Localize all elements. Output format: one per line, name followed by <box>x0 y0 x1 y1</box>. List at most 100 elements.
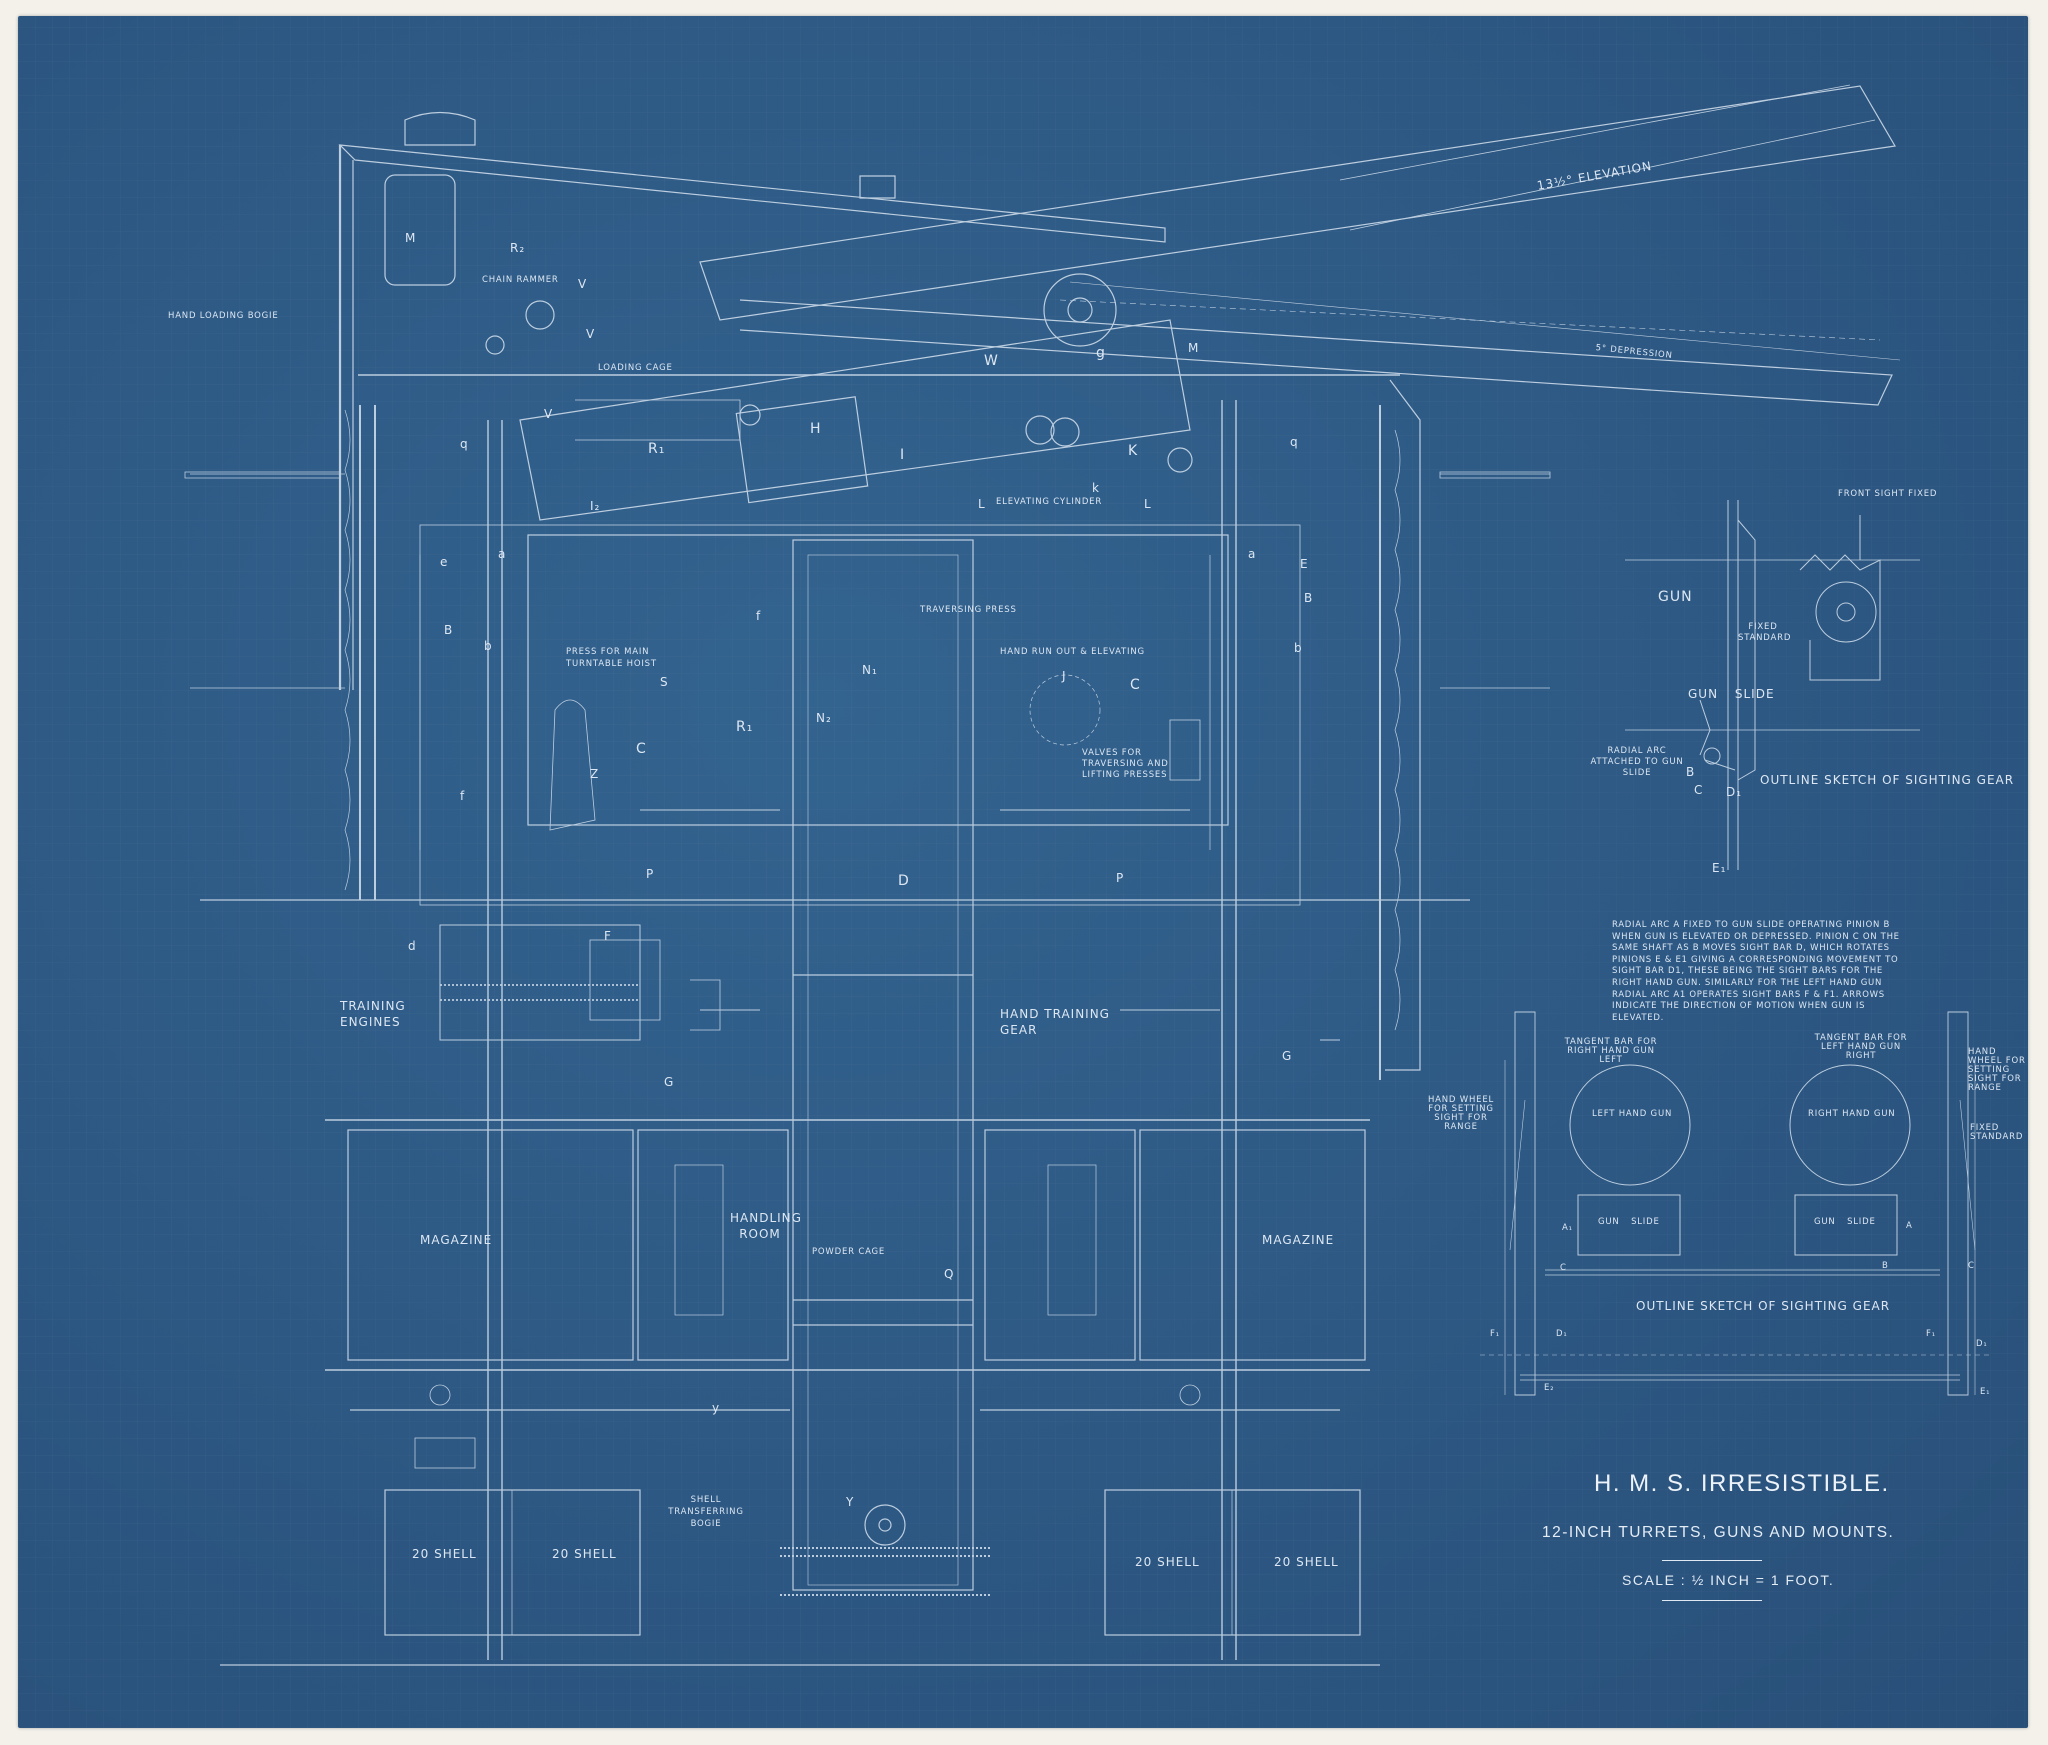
letter-Z: Z <box>590 767 600 781</box>
label-hand-run-out: HAND RUN OUT & ELEVATING <box>1000 647 1145 657</box>
label-magazine-left: MAGAZINE <box>420 1233 493 1247</box>
letter-D1-sg3: D₁ <box>1976 1339 1988 1349</box>
letter-k: k <box>1092 481 1100 495</box>
label-traversing-press: TRAVERSING PRESS <box>920 605 1017 615</box>
label-powder-cage: POWDER CAGE <box>812 1247 886 1257</box>
letter-a: a <box>498 547 507 561</box>
letter-N2: N₂ <box>816 711 832 725</box>
letter-W: W <box>984 353 999 369</box>
letter-f-2: f <box>756 609 762 623</box>
letter-D1-sg2: D₁ <box>1556 1329 1568 1339</box>
letter-Y: Y <box>846 1495 855 1509</box>
letter-L-2: L <box>1144 497 1152 511</box>
label-outline-sketch-2: OUTLINE SKETCH OF SIGHTING GEAR <box>1636 1299 1891 1313</box>
label-hand-wheel-left: HAND WHEEL FOR SETTING SIGHT FOR RANGE <box>1427 1095 1495 1132</box>
letter-g: g <box>1096 345 1106 361</box>
letter-I2: I₂ <box>590 499 601 513</box>
title-rule-bottom <box>1662 1600 1762 1601</box>
label-handling-room: HANDLING ROOM <box>730 1211 802 1241</box>
letter-V-2: V <box>586 327 596 341</box>
letter-D1-sg: D₁ <box>1726 785 1743 799</box>
letter-R1: R₁ <box>648 441 666 457</box>
letter-A: A <box>1906 1221 1913 1231</box>
label-chain-rammer: CHAIN RAMMER <box>482 275 559 285</box>
letter-Q: Q <box>944 1267 955 1281</box>
letter-R1-2: R₁ <box>736 719 754 735</box>
letter-C-sg2: C <box>1968 1261 1975 1271</box>
letter-b: b <box>484 639 493 653</box>
letter-F: F <box>604 929 612 943</box>
letter-G-2: G <box>1282 1049 1293 1063</box>
letter-J: J <box>1062 669 1067 683</box>
label-gun-slide-1: GUN SLIDE <box>1688 687 1775 701</box>
letter-e: e <box>440 555 449 569</box>
label-gun-slide-r: GUN SLIDE <box>1814 1217 1876 1227</box>
letter-q-2: q <box>1290 435 1299 449</box>
label-20-shell-3: 20 SHELL <box>1135 1555 1200 1569</box>
label-magazine-right: MAGAZINE <box>1262 1233 1335 1247</box>
title-subject: 12-INCH TURRETS, GUNS AND MOUNTS. <box>1542 1524 1895 1541</box>
label-right-hand-gun: RIGHT HAND GUN <box>1808 1109 1896 1119</box>
letter-D: D <box>898 873 910 889</box>
letter-A1: A₁ <box>1562 1223 1573 1233</box>
label-radial-arc: RADIAL ARC ATTACHED TO GUN SLIDE <box>1590 746 1684 778</box>
label-left-hand-gun: LEFT HAND GUN <box>1592 1109 1673 1119</box>
label-valves-traversing: VALVES FOR TRAVERSING AND LIFTING PRESSE… <box>1082 748 1169 780</box>
letter-G: G <box>664 1075 675 1089</box>
label-training-engines: TRAINING ENGINES <box>340 999 406 1029</box>
letter-c-sg2: C <box>1560 1263 1567 1273</box>
letter-F1-2: F₁ <box>1926 1329 1936 1339</box>
letter-b-2: b <box>1294 641 1303 655</box>
label-elevating-cylinder: ELEVATING CYLINDER <box>996 497 1103 507</box>
letter-B: B <box>444 623 454 637</box>
label-hand-loading-bogie: HAND LOADING BOGIE <box>168 311 279 321</box>
letter-V-3: V <box>544 407 554 421</box>
label-sight-bar-right: TANGENT BAR FOR RIGHT HAND GUN LEFT <box>1564 1037 1658 1065</box>
letter-B-2: B <box>1304 591 1314 605</box>
letter-E1-sg: E₁ <box>1712 861 1727 875</box>
label-press-turntable-hoist: PRESS FOR MAIN TURNTABLE HOIST <box>566 647 657 669</box>
letter-L: L <box>978 497 986 511</box>
letter-P: P <box>646 867 655 881</box>
label-20-shell-1: 20 SHELL <box>412 1547 477 1561</box>
letter-M-2: M <box>1188 341 1200 355</box>
label-fixed-standard-2: FIXED STANDARD <box>1970 1123 2024 1142</box>
label-fixed-standard: FIXED STANDARD <box>1738 622 1792 643</box>
letter-q: q <box>460 437 469 451</box>
letter-B-sg2: B <box>1882 1261 1889 1271</box>
title-rule-top <box>1662 1560 1762 1561</box>
label-loading-cage: LOADING CAGE <box>598 363 673 373</box>
letter-f: f <box>460 789 466 803</box>
letter-y: y <box>712 1401 721 1415</box>
letter-S: S <box>660 675 669 689</box>
label-gun-slide-l: GUN SLIDE <box>1598 1217 1660 1227</box>
letter-I: I <box>900 447 906 463</box>
letter-C-sg: C <box>1694 783 1704 797</box>
letter-M: M <box>405 231 417 245</box>
letter-F1: F₁ <box>1490 1329 1500 1339</box>
label-shell-transferring-bogie: SHELL TRANSFERRING BOGIE <box>668 1495 744 1529</box>
letter-E: E <box>1300 557 1309 571</box>
letter-a-2: a <box>1248 547 1257 561</box>
letter-C-2: C <box>1130 677 1141 693</box>
sighting-gear-note: RADIAL ARC A FIXED TO GUN SLIDE OPERATIN… <box>1612 920 1900 1023</box>
letter-d: d <box>408 939 417 953</box>
letter-P-2: P <box>1116 871 1125 885</box>
letter-V: V <box>578 277 588 291</box>
letter-H: H <box>810 421 822 437</box>
letter-N1: N₁ <box>862 663 878 677</box>
label-hand-wheel-right: HAND WHEEL FOR SETTING SIGHT FOR RANGE <box>1968 1047 2026 1093</box>
label-outline-sketch-1: OUTLINE SKETCH OF SIGHTING GEAR <box>1760 773 2015 787</box>
letter-K: K <box>1128 443 1139 459</box>
label-hand-training-gear: HAND TRAINING GEAR <box>1000 1007 1110 1037</box>
label-sight-bar-left: TANGENT BAR FOR LEFT HAND GUN RIGHT <box>1814 1033 1908 1061</box>
label-20-shell-2: 20 SHELL <box>552 1547 617 1561</box>
title-ship-name: H. M. S. IRRESISTIBLE. <box>1594 1470 1890 1497</box>
letter-E2: E₂ <box>1544 1383 1555 1393</box>
label-gun: GUN <box>1658 589 1693 605</box>
letter-E1-sg2: E₁ <box>1980 1387 1991 1397</box>
letter-R2: R₂ <box>510 241 526 255</box>
letter-C: C <box>636 741 647 757</box>
letter-B-sg: B <box>1686 765 1696 779</box>
